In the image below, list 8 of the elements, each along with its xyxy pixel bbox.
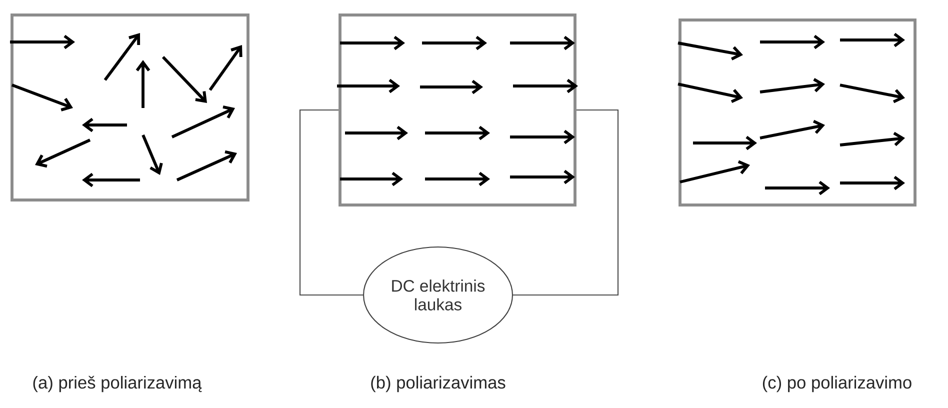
caption: (a) prieš poliarizavimą bbox=[33, 376, 202, 392]
wire bbox=[299, 109, 363, 296]
caption: (c) po poliarizavimo bbox=[762, 376, 912, 392]
caption: (b) poliarizavimas bbox=[371, 376, 506, 392]
material-box bbox=[10, 14, 250, 202]
wire bbox=[513, 109, 619, 296]
material-box bbox=[678, 18, 916, 206]
material-box bbox=[338, 14, 576, 206]
